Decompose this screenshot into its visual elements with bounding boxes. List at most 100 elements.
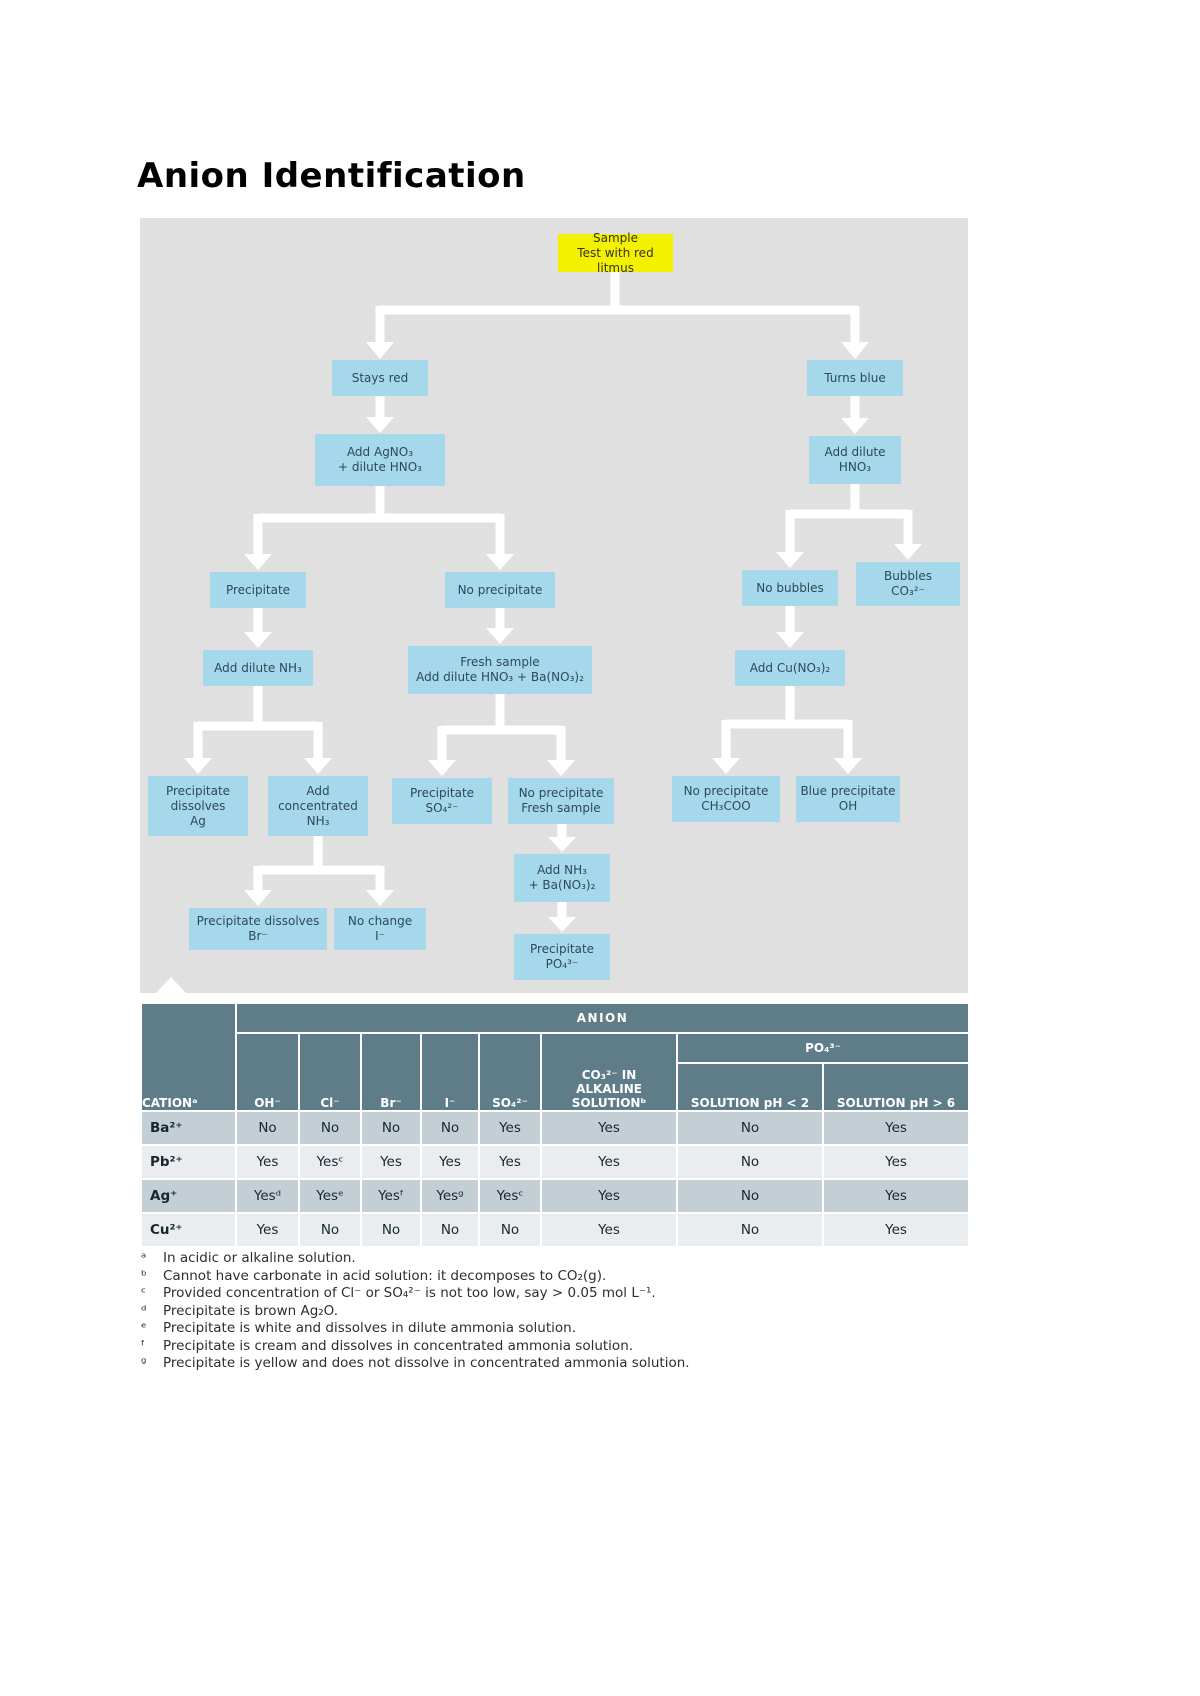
flow-box-line: Bubbles (883, 569, 933, 583)
cation-label: Ba²⁺ (140, 1110, 237, 1146)
flow-box-line: Br⁻ (248, 929, 268, 943)
flow-box-line: No precipitate (518, 786, 604, 800)
flow-box-line: NH₃ (306, 813, 330, 828)
footnote-text: Precipitate is yellow and does not disso… (163, 1355, 690, 1371)
table-cell: No (360, 1110, 422, 1146)
flow-box-add-cuno3: Add Cu(NO₃)₂ (735, 650, 845, 686)
table-cell: Yesᵉ (298, 1178, 362, 1214)
flow-box-line: Precipitate dissolves (196, 914, 320, 928)
table-cell: No (676, 1144, 824, 1180)
flow-box-line: No change (347, 914, 413, 928)
cation-label: Pb²⁺ (140, 1144, 237, 1180)
table-cell: No (360, 1212, 422, 1248)
cation-label: Ag⁺ (140, 1178, 237, 1214)
table-cell: Yes (478, 1110, 542, 1146)
flow-box-line: Precipitate (165, 783, 231, 798)
footnote-text: Cannot have carbonate in acid solution: … (163, 1267, 607, 1284)
page-title: Anion Identification (137, 155, 526, 196)
flow-box-line: Add (306, 783, 330, 798)
table-cell: Yes (540, 1144, 678, 1180)
flow-box-stays-red: Stays red (332, 360, 428, 396)
table-cell: Yesᶠ (360, 1178, 422, 1214)
flow-box-line: HNO₃ (838, 460, 872, 474)
footnote-text: Provided concentration of Cl⁻ or SO₄²⁻ i… (163, 1285, 656, 1301)
footnote-marker: ᶜ (141, 1285, 146, 1301)
footnote-text: Precipitate is brown Ag₂O. (163, 1302, 339, 1319)
flow-box-no-precipitate: No precipitate (445, 572, 555, 608)
col-header-br: Br⁻ (360, 1032, 422, 1112)
flow-box-add-dilute-nh3: Add dilute NH₃ (203, 650, 313, 686)
footnote-marker: ᶠ (141, 1337, 146, 1354)
table-cell: No (676, 1178, 824, 1214)
flow-box-line: Add Cu(NO₃)₂ (749, 660, 831, 675)
table-cell: Yes (821, 1144, 971, 1180)
flow-box-line: Add dilute NH₃ (214, 660, 302, 675)
flow-box-line: Fresh sample (521, 801, 601, 815)
footnote-text: In acidic or alkaline solution. (163, 1250, 356, 1266)
flow-box-line: No bubbles (756, 580, 824, 595)
col-header-po4-ph-gt6: SOLUTION pH > 6 (821, 1062, 971, 1112)
table-cell: No (420, 1212, 480, 1248)
table-cell: No (235, 1110, 300, 1146)
table-cell: Yes (821, 1212, 971, 1248)
table-cell: Yes (235, 1144, 300, 1180)
table-cell: Yes (821, 1110, 971, 1146)
flow-box-turns-blue: Turns blue (807, 360, 903, 396)
flow-box-line: Add dilute HNO₃ + Ba(NO₃)₂ (416, 670, 584, 684)
flow-box-line: + dilute HNO₃ (338, 460, 422, 474)
flow-box-line: Stays red (351, 370, 409, 385)
table-cell: Yes (821, 1178, 971, 1214)
flow-box-line: Precipitate (409, 786, 475, 800)
table-cell: No (298, 1110, 362, 1146)
anion-header: ANION (234, 1002, 971, 1034)
col-header-po4: PO₄³⁻ (675, 1032, 971, 1064)
flow-box-line: Turns blue (824, 370, 886, 385)
flow-box-line: Test with red litmus (577, 245, 654, 275)
table-cell: Yes (360, 1144, 422, 1180)
flow-box-line: Add dilute (824, 445, 886, 459)
cation-label: Cu²⁺ (140, 1212, 237, 1248)
table-cell: Yesᶜ (298, 1144, 362, 1180)
table-cell: Yes (540, 1212, 678, 1248)
table-cell: No (478, 1212, 542, 1248)
flow-box-line: CO₃²⁻ (891, 584, 925, 598)
flow-box-line: Add AgNO₃ (346, 445, 414, 459)
flow-box-precipitate: Precipitate (210, 572, 306, 608)
table-cell: Yes (540, 1110, 678, 1146)
col-header-po4-ph-lt2: SOLUTION pH < 2 (676, 1062, 824, 1112)
flow-box-line: Ag (190, 813, 206, 828)
co3-header-line: ALKALINE (576, 1082, 642, 1096)
table-cell: Yes (235, 1212, 300, 1248)
flow-box-line: Sample (593, 230, 638, 245)
flow-box-add-agno3: Add AgNO₃+ dilute HNO₃ (315, 434, 445, 486)
panel-notch (156, 977, 186, 993)
col-header-cl: Cl⁻ (298, 1032, 362, 1112)
anion-table: CATIONᵃ ANION OH⁻ Cl⁻ Br⁻ I⁻ SO₄²⁻ CO₃²⁻… (140, 1002, 971, 1248)
flow-box-line: dissolves (170, 798, 226, 813)
table-cell: No (676, 1110, 824, 1146)
flow-box-line: OH (838, 799, 858, 813)
footnote-marker: ᵉ (141, 1320, 147, 1336)
flow-box-line: SO₄²⁻ (425, 801, 459, 815)
table-cell: Yes (420, 1144, 480, 1180)
table-cell: Yesᶜ (478, 1178, 542, 1214)
